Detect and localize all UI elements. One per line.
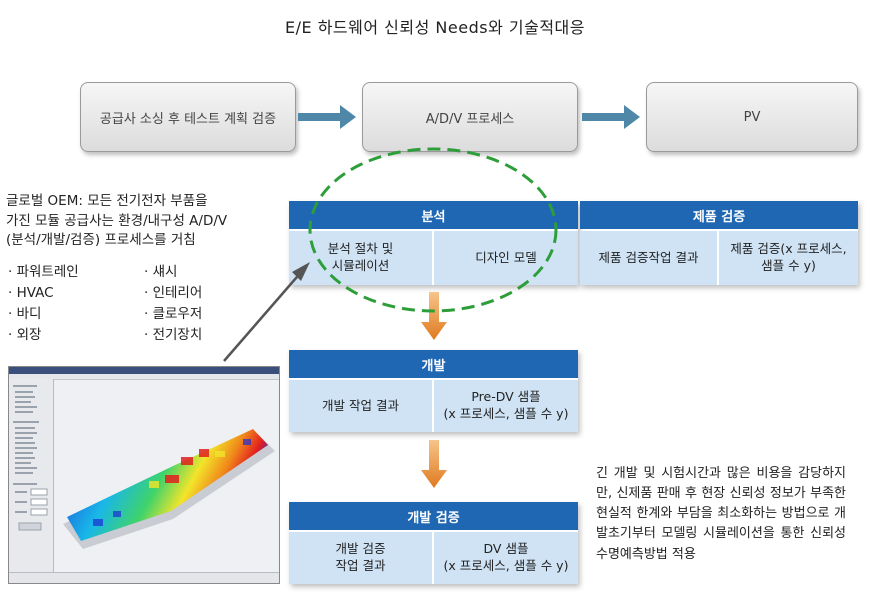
list-item: · 섀시 xyxy=(144,264,178,280)
product-verification-sample-cell: 제품 검증(x 프로세스, 샘플 수 y) xyxy=(719,231,858,285)
oem-intro-text: 글로벌 OEM: 모든 전기전자 부품을 가진 모듈 공급사는 환경/내구성 A… xyxy=(6,193,228,249)
development-result-cell: 개발 작업 결과 xyxy=(289,380,432,432)
list-item: · HVAC xyxy=(8,284,54,301)
analysis-simulation-cell: 분석 절차 및 시뮬레이션 xyxy=(289,231,432,285)
right-arrow-icon xyxy=(298,105,356,129)
down-arrow-icon xyxy=(421,440,447,488)
process-step-adv: A/D/V 프로세스 xyxy=(362,82,578,152)
product-verification-result-cell: 제품 검증작업 결과 xyxy=(580,231,717,285)
development-predv-sample-cell: Pre-DV 샘플 (x 프로세스, 샘플 수 y) xyxy=(434,380,578,432)
list-item: · 파워트레인 xyxy=(8,264,79,280)
list-item: · 인테리어 xyxy=(144,284,203,301)
system-list-right: · 섀시 · 인테리어 · 클로우저 · 전기장치 xyxy=(144,262,284,346)
screenshot-statusbar xyxy=(9,572,279,583)
screenshot-titlebar xyxy=(9,367,279,374)
development-header: 개발 xyxy=(289,350,578,378)
screenshot-sidebar-lines xyxy=(13,385,48,531)
dev-verification-result-cell: 개발 검증 작업 결과 xyxy=(289,532,432,584)
product-verification-table: 제품 검증 제품 검증작업 결과 제품 검증(x 프로세스, 샘플 수 y) xyxy=(580,201,858,285)
down-arrow-icon xyxy=(421,292,447,340)
dev-verification-table: 개발 검증 개발 검증 작업 결과 DV 샘플 (x 프로세스, 샘플 수 y) xyxy=(289,502,578,584)
process-step-pv: PV xyxy=(646,82,858,152)
screenshot-sidebar xyxy=(9,379,54,572)
reliability-note-text: 긴 개발 및 시험시간과 많은 비용을 감당하지만, 신제품 판매 후 현장 신… xyxy=(596,466,846,562)
analysis-table: 분석 분석 절차 및 시뮬레이션 디자인 모델 xyxy=(289,201,578,285)
list-item: · 바디 xyxy=(8,305,42,322)
list-item: · 클로우저 xyxy=(144,305,203,322)
screenshot-menubar xyxy=(9,374,279,380)
list-item: · 외장 xyxy=(8,326,42,343)
dev-verification-dv-sample-cell: DV 샘플 (x 프로세스, 샘플 수 y) xyxy=(434,532,578,584)
dev-verification-header: 개발 검증 xyxy=(289,502,578,530)
product-verification-header: 제품 검증 xyxy=(580,201,858,229)
list-item: · 전기장치 xyxy=(144,326,203,343)
system-list-left: · 파워트레인 · HVAC · 바디 · 외장 xyxy=(8,262,138,346)
thermal-pcb-plot xyxy=(63,429,275,549)
process-step-sourcing: 공급사 소싱 후 테스트 계획 검증 xyxy=(80,82,296,152)
development-table: 개발 개발 작업 결과 Pre-DV 샘플 (x 프로세스, 샘플 수 y) xyxy=(289,350,578,432)
right-arrow-icon xyxy=(582,105,640,129)
simulation-screenshot xyxy=(8,366,280,584)
page-title: E/E 하드웨어 신뢰성 Needs와 기술적대응 xyxy=(285,18,585,37)
analysis-header: 분석 xyxy=(289,201,578,229)
